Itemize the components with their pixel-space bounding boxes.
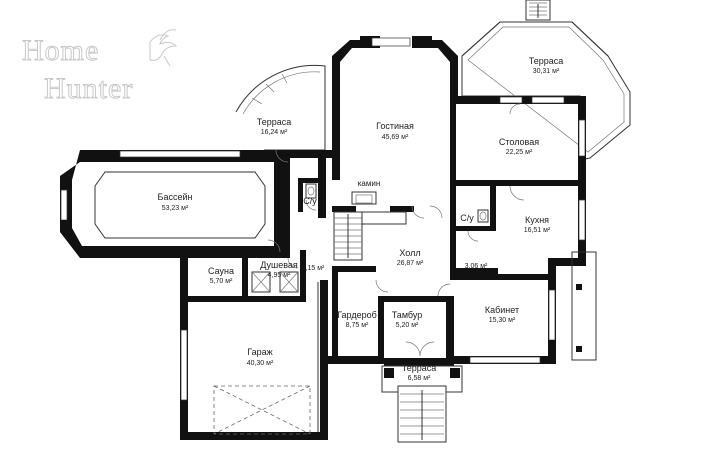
pool-name: Бассейн: [158, 192, 193, 202]
hall-name: Холл: [399, 248, 420, 258]
terrace-left-area: 16,24 м²: [261, 129, 288, 136]
fixtures: [251, 183, 489, 293]
kitchen-area: 16,51 м²: [524, 227, 551, 234]
home-hunter-logo: Home Hunter: [22, 29, 178, 106]
living-area: 45,69 м²: [382, 134, 409, 141]
terrace-front: [381, 365, 463, 443]
windows: [60, 37, 586, 401]
bird-logo-icon: [149, 29, 178, 67]
sauna-name: Сауна: [208, 266, 234, 276]
living-name: Гостиная: [376, 121, 414, 131]
study-name: Кабинет: [485, 305, 519, 315]
garage-area: 40,30 м²: [247, 360, 274, 367]
garage-name: Гараж: [247, 347, 272, 357]
hall-area: 26,87 м²: [397, 260, 424, 267]
terrace-left-outline: [235, 64, 326, 151]
doors: [267, 103, 525, 357]
pool-area: 53,23 м²: [162, 205, 189, 212]
terrace-left-name: Терраса: [257, 117, 292, 127]
terrace-top-stairs: [525, 0, 551, 21]
logo-line-home: Home: [22, 34, 99, 67]
room-labels: Терраса 30,31 м² Терраса 16,24 м² Гостин…: [158, 56, 564, 382]
terrace-front-area: 6,58 м²: [408, 375, 431, 382]
fireplace-label: камин: [358, 179, 381, 188]
garage-car-outline: [213, 282, 319, 435]
wc1-name: С/у: [303, 196, 317, 206]
kitchen-name: Кухня: [525, 215, 549, 225]
study-area: 15,30 м²: [489, 317, 516, 324]
sauna-area: 5,70 м²: [210, 278, 233, 285]
dining-area: 22,25 м²: [506, 149, 533, 156]
terrace-top-area: 30,31 м²: [533, 68, 560, 75]
terrace-front-name: Терраса: [402, 363, 437, 373]
wc2-name: С/у: [460, 213, 474, 223]
logo-line-hunter: Hunter: [44, 72, 133, 105]
terrace-top-name: Терраса: [529, 56, 564, 66]
vestibule-name: Тамбур: [392, 310, 423, 320]
interior-walls: [188, 98, 586, 360]
corridor-area: 2,15 м²: [302, 265, 325, 272]
pool-walls: [60, 150, 290, 258]
staircase: [333, 211, 407, 261]
side-terrace: [571, 251, 597, 361]
dining-name: Столовая: [499, 137, 539, 147]
fireplace: [351, 191, 377, 205]
shower-area: 4,95 м²: [268, 272, 291, 279]
pantry-area: 3,06 м²: [465, 263, 488, 270]
shower-name: Душевая: [260, 260, 298, 270]
wardrobe-name: Гардероб: [337, 310, 377, 320]
terrace-top-outline: [461, 21, 631, 161]
vestibule-area: 5,20 м²: [396, 322, 419, 329]
wardrobe-area: 8,75 м²: [346, 322, 369, 329]
